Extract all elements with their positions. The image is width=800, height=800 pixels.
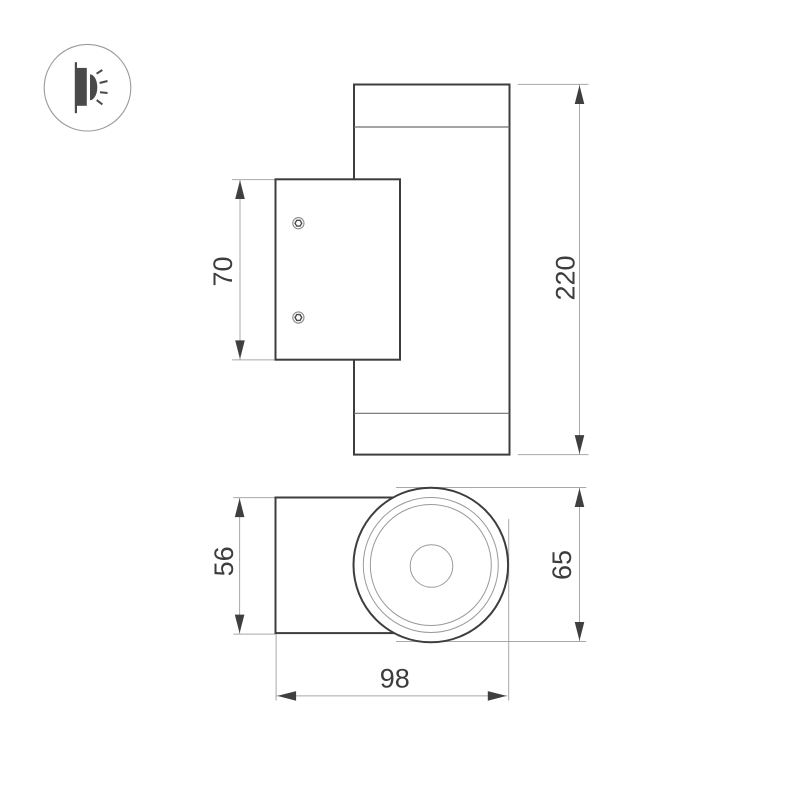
svg-text:56: 56 <box>209 546 239 576</box>
svg-text:70: 70 <box>208 256 238 286</box>
svg-text:98: 98 <box>380 664 410 694</box>
svg-text:65: 65 <box>547 550 577 580</box>
svg-text:220: 220 <box>551 255 581 300</box>
